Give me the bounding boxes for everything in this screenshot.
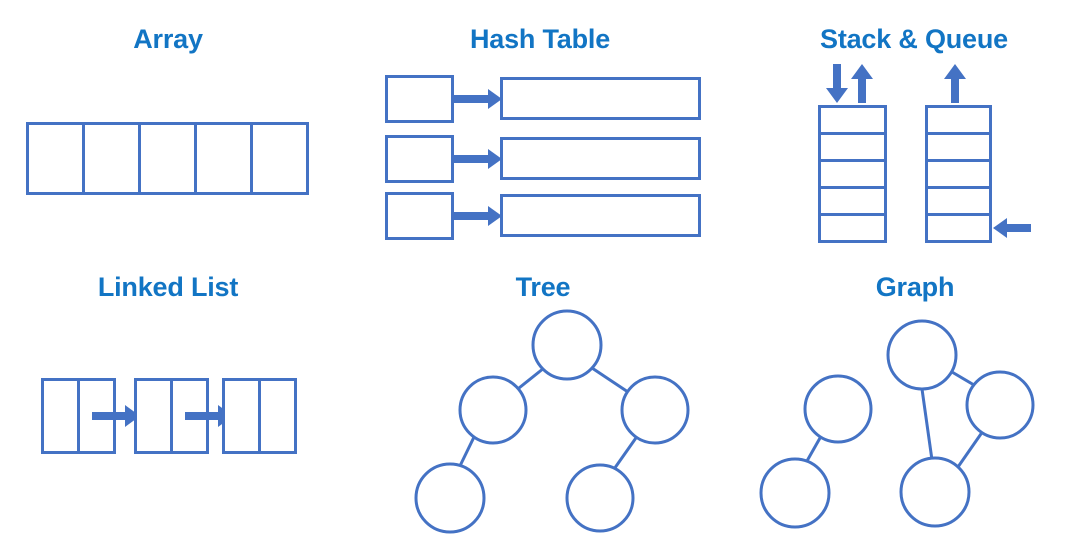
linked-list-node-data-cell[interactable]: [41, 378, 80, 454]
stack-push-arrow: [826, 64, 848, 103]
stack-column: [818, 105, 887, 243]
array-cells: [26, 122, 309, 195]
hash-table-title: Hash Table: [469, 24, 611, 54]
linked-list-node-pointer-cell[interactable]: [258, 378, 297, 454]
linked-list-arrow: [185, 405, 233, 427]
tree-edge-right-leftchild: [610, 434, 640, 473]
tree-node-left-left[interactable]: [414, 462, 486, 534]
stack-cell[interactable]: [818, 105, 887, 135]
linked-list-figure: [30, 370, 320, 465]
linked-list-node-data-cell[interactable]: [134, 378, 173, 454]
queue-cell[interactable]: [925, 159, 992, 189]
graph-node-right[interactable]: [965, 370, 1035, 440]
tree-node-left[interactable]: [458, 375, 528, 445]
tree-node-right-left[interactable]: [565, 463, 635, 533]
array-figure: [20, 112, 320, 207]
stack-queue-title: Stack & Queue: [820, 24, 1008, 54]
graph-node-left-lower[interactable]: [759, 457, 831, 529]
hash-table-row: [385, 192, 701, 240]
tree-nodes: [414, 309, 690, 534]
stack-cell[interactable]: [818, 159, 887, 189]
graph-edge-top-bottom: [920, 388, 934, 461]
array-cell[interactable]: [26, 122, 85, 195]
hash-bucket-box[interactable]: [500, 137, 701, 180]
tree-figure: [400, 300, 700, 548]
hash-bucket-box[interactable]: [500, 77, 701, 120]
queue-column: [925, 105, 992, 243]
stack-cell[interactable]: [818, 186, 887, 216]
graph-node-bottom[interactable]: [899, 456, 971, 528]
hash-key-box[interactable]: [385, 135, 454, 183]
queue-enqueue-arrow: [993, 218, 1031, 238]
tree-node-root[interactable]: [531, 309, 603, 381]
graph-figure: [750, 300, 1050, 548]
array-cell[interactable]: [194, 122, 253, 195]
queue-dequeue-arrow: [944, 64, 966, 103]
queue-cell[interactable]: [925, 186, 992, 216]
graph-title: Graph: [875, 272, 955, 302]
stack-cell[interactable]: [818, 213, 887, 243]
tree-edge-left-leftchild: [456, 434, 477, 471]
graph-edge-top-right: [951, 370, 975, 387]
hash-table-figure: [380, 68, 710, 248]
graph-node-left-upper[interactable]: [803, 374, 873, 444]
hash-table-row: [385, 135, 701, 183]
linked-list-node: [222, 378, 297, 454]
hash-pointer-arrow: [452, 89, 502, 109]
hash-key-box[interactable]: [385, 192, 454, 240]
array-cell[interactable]: [138, 122, 197, 195]
array-cell[interactable]: [82, 122, 141, 195]
linked-list-arrow: [92, 405, 140, 427]
stack-cell[interactable]: [818, 132, 887, 162]
hash-pointer-arrow: [452, 149, 502, 169]
graph-nodes: [759, 319, 1035, 529]
hash-key-box[interactable]: [385, 75, 454, 123]
tree-title: Tree: [515, 272, 571, 302]
tree-node-right[interactable]: [620, 375, 690, 445]
array-cell[interactable]: [250, 122, 309, 195]
hash-pointer-arrow: [452, 206, 502, 226]
graph-node-top[interactable]: [886, 319, 958, 391]
hash-bucket-box[interactable]: [500, 194, 701, 237]
linked-list-title: Linked List: [97, 272, 239, 302]
stack-pop-arrow: [851, 64, 873, 103]
queue-cell[interactable]: [925, 105, 992, 135]
queue-cell[interactable]: [925, 132, 992, 162]
linked-list-node-data-cell[interactable]: [222, 378, 261, 454]
tree-edge-root-right: [591, 366, 629, 394]
stack-queue-figure: [805, 60, 1045, 250]
queue-cell[interactable]: [925, 213, 992, 243]
hash-table-row: [385, 75, 701, 123]
array-title: Array: [133, 24, 203, 54]
linked-list-node: [41, 378, 116, 454]
